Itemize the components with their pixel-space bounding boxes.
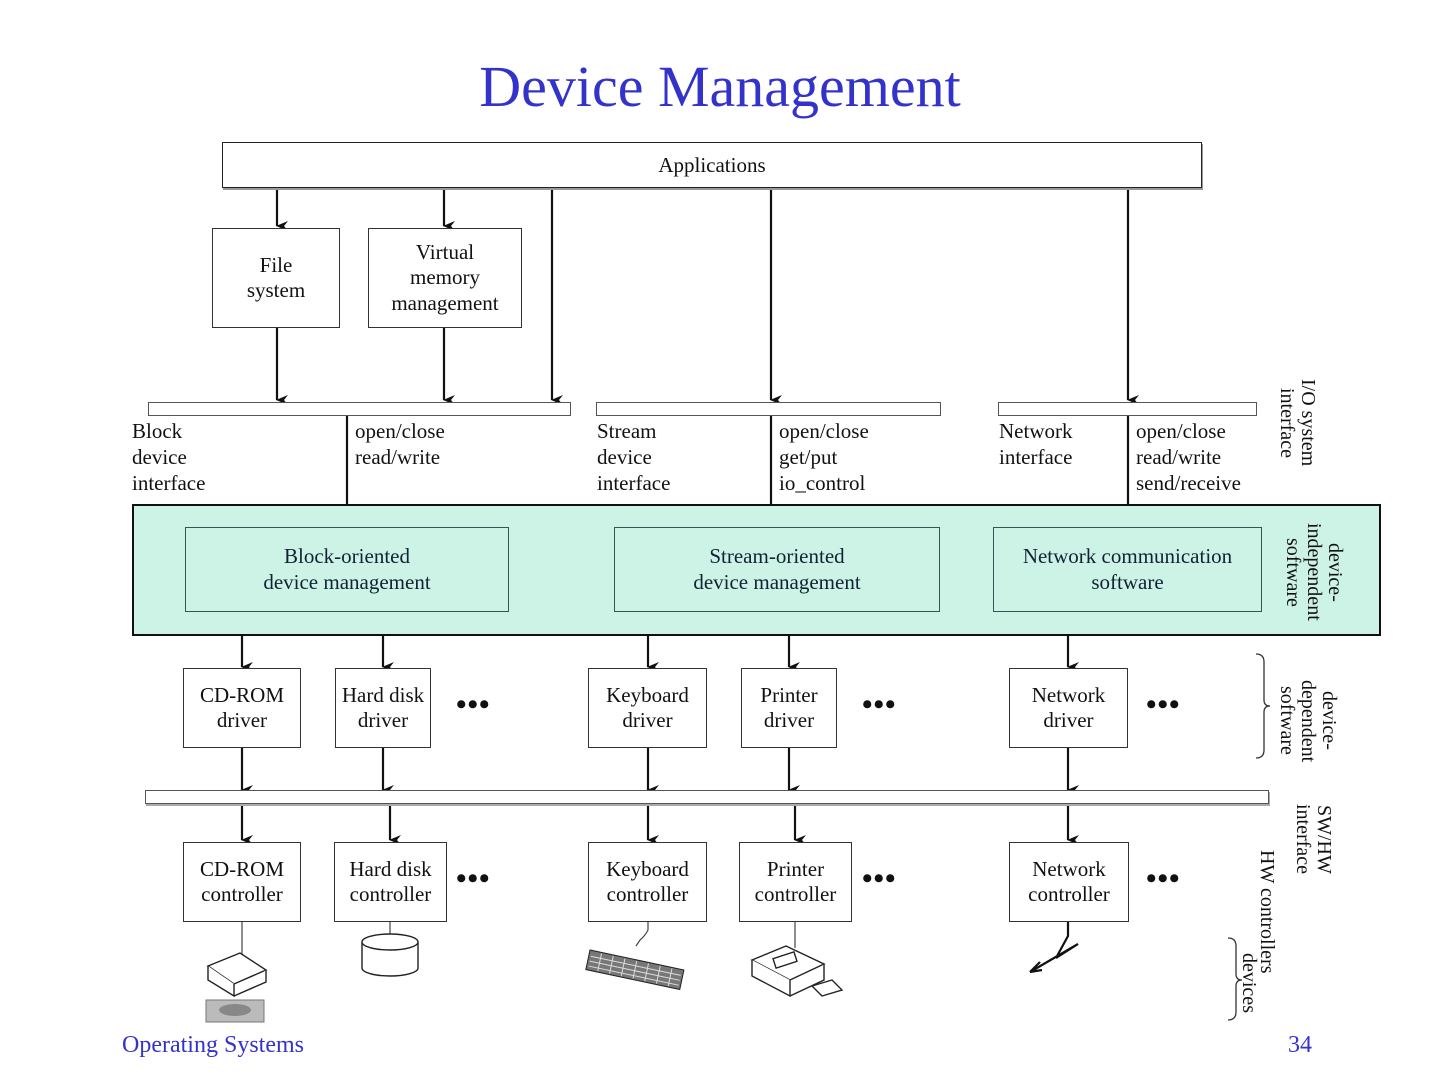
printer-driver-box: Printer driver: [741, 668, 837, 748]
ellipsis: •••: [862, 862, 897, 895]
footer-course-name: Operating Systems: [122, 1032, 304, 1058]
ellipsis: •••: [1146, 688, 1181, 721]
ellipsis: •••: [456, 688, 491, 721]
cd-disc-icon: [205, 999, 265, 1023]
network-interface-ops: open/close read/write send/receive: [1136, 419, 1241, 495]
printer-controller-box: Printer controller: [739, 842, 852, 922]
keyboard-icon: [585, 949, 685, 991]
cdrom-driver-box: CD-ROM driver: [183, 668, 301, 748]
cdrom-drive-icon: [206, 952, 268, 998]
block-oriented-mgmt-box: Block-oriented device management: [185, 527, 509, 612]
devices-label: devices: [1238, 953, 1260, 1013]
applications-box: Applications: [222, 142, 1202, 188]
cdrom-controller-box: CD-ROM controller: [183, 842, 301, 922]
harddisk-controller-box: Hard disk controller: [334, 842, 447, 922]
network-controller-box: Network controller: [1009, 842, 1129, 922]
virtual-memory-box: Virtual memory management: [368, 228, 522, 328]
keyboard-driver-box: Keyboard driver: [588, 668, 707, 748]
ellipsis: •••: [862, 688, 897, 721]
stream-interface-ops: open/close get/put io_control: [779, 419, 869, 495]
hard-disk-icon: [361, 933, 419, 977]
stream-interface-bar: [596, 402, 941, 416]
keyboard-controller-box: Keyboard controller: [588, 842, 707, 922]
network-interface-bar: [998, 402, 1257, 416]
io-system-interface-label: I/O system interface: [1276, 379, 1319, 467]
printer-icon: [750, 945, 844, 998]
stream-oriented-mgmt-box: Stream-oriented device management: [614, 527, 940, 612]
network-driver-box: Network driver: [1009, 668, 1128, 748]
block-interface-label: Block device interface: [132, 419, 206, 495]
block-interface-ops: open/close read/write: [355, 419, 445, 469]
network-link-icon: [1029, 922, 1079, 974]
sw-hw-interface-label: SW/HW interface: [1292, 804, 1335, 874]
hw-controllers-label: HW controllers: [1256, 850, 1278, 974]
network-comm-software-box: Network communication software: [993, 527, 1262, 612]
slide-title: Device Management: [479, 54, 961, 119]
page-number: 34: [1288, 1032, 1312, 1058]
stream-interface-label: Stream device interface: [597, 419, 671, 495]
harddisk-driver-box: Hard disk driver: [335, 668, 431, 748]
ellipsis: •••: [1146, 862, 1181, 895]
file-system-box: File system: [212, 228, 340, 328]
ellipsis: •••: [456, 862, 491, 895]
sw-hw-interface-bar: [145, 790, 1269, 804]
network-interface-label: Network interface: [999, 419, 1073, 469]
device-dependent-label: device- dependent software: [1276, 680, 1340, 763]
block-interface-bar: [148, 402, 571, 416]
device-independent-label: device- independent software: [1282, 523, 1346, 621]
